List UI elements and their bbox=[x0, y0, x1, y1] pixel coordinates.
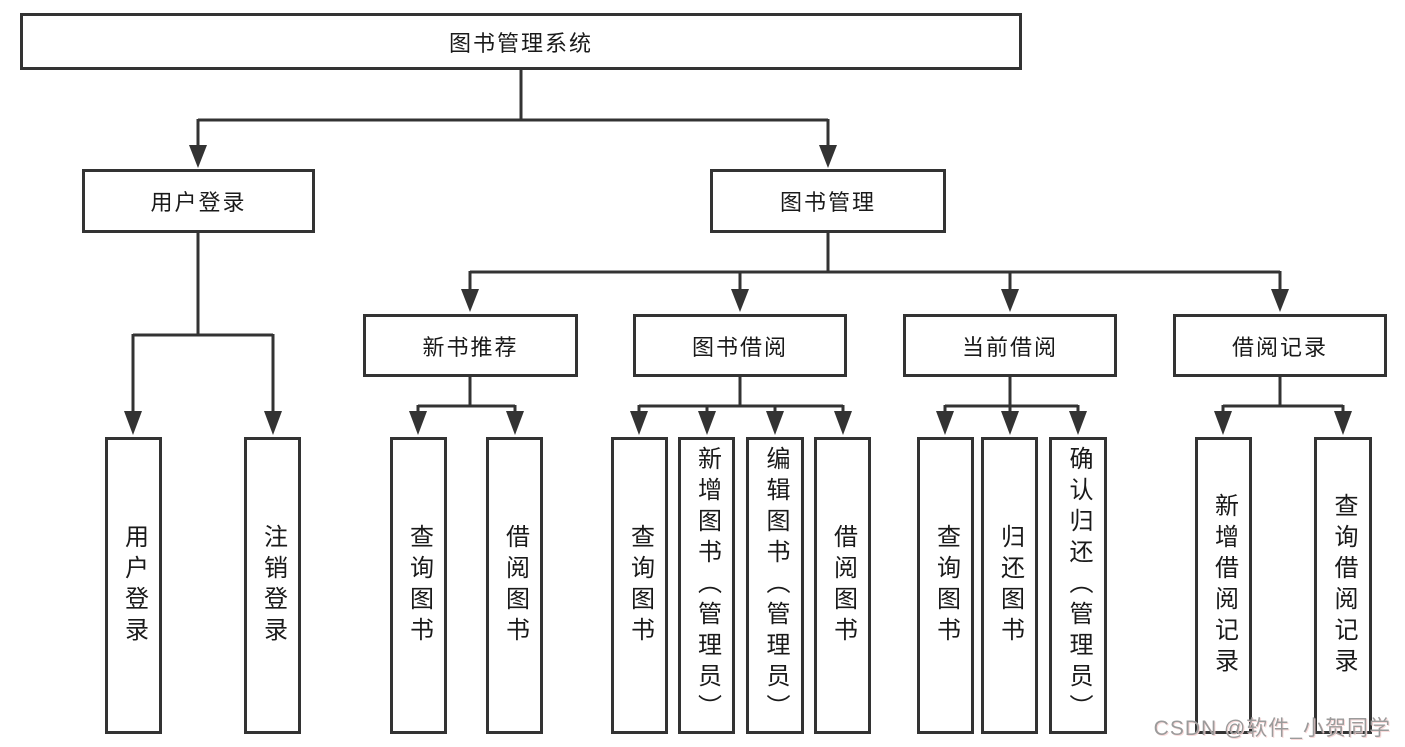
arrowheads bbox=[124, 145, 1352, 435]
node-current-borrow: 当前借阅 bbox=[903, 314, 1117, 377]
leaf-user-login-label: 用户登录 bbox=[120, 523, 148, 648]
node-root: 图书管理系统 bbox=[20, 13, 1022, 70]
node-borrow-record-label: 借阅记录 bbox=[1231, 334, 1328, 360]
leaf-query-book-borrow: 查询图书 bbox=[611, 437, 668, 734]
leaf-add-book-admin: 新增图书（管理员） bbox=[678, 437, 735, 734]
node-user-login: 用户登录 bbox=[82, 169, 315, 233]
leaf-add-borrow-record-label: 新增借阅记录 bbox=[1210, 492, 1238, 679]
leaf-query-book-borrow-label: 查询图书 bbox=[626, 523, 654, 648]
leaf-return-book-label: 归还图书 bbox=[996, 523, 1024, 648]
leaf-query-book-recommend: 查询图书 bbox=[390, 437, 447, 734]
leaf-logout-label: 注销登录 bbox=[259, 523, 287, 648]
leaf-logout: 注销登录 bbox=[244, 437, 301, 734]
leaf-add-book-admin-label: 新增图书（管理员） bbox=[693, 446, 721, 725]
leaf-edit-book-admin: 编辑图书（管理员） bbox=[746, 437, 804, 734]
leaf-query-borrow-record: 查询借阅记录 bbox=[1314, 437, 1372, 734]
leaf-confirm-return-admin: 确认归还（管理员） bbox=[1049, 437, 1107, 734]
node-root-label: 图书管理系统 bbox=[448, 30, 593, 56]
node-book-management-label: 图书管理 bbox=[779, 190, 876, 215]
leaf-user-login: 用户登录 bbox=[105, 437, 162, 734]
leaf-edit-book-admin-label: 编辑图书（管理员） bbox=[762, 446, 789, 725]
node-borrow-record: 借阅记录 bbox=[1173, 314, 1387, 377]
leaf-query-borrow-record-label: 查询借阅记录 bbox=[1330, 492, 1357, 679]
leaf-borrow-book-recommend: 借阅图书 bbox=[486, 437, 543, 734]
node-new-book-recommend: 新书推荐 bbox=[363, 314, 578, 377]
leaf-return-book: 归还图书 bbox=[981, 437, 1038, 734]
node-book-management: 图书管理 bbox=[710, 169, 946, 233]
watermark: CSDN @软件_小贺同学 bbox=[1153, 717, 1391, 740]
node-book-borrow: 图书借阅 bbox=[633, 314, 847, 377]
node-current-borrow-label: 当前借阅 bbox=[961, 334, 1058, 360]
leaf-borrow-book: 借阅图书 bbox=[814, 437, 871, 734]
node-user-login-label: 用户登录 bbox=[150, 190, 247, 215]
node-book-borrow-label: 图书借阅 bbox=[691, 334, 788, 360]
node-new-book-recommend-label: 新书推荐 bbox=[422, 334, 519, 360]
leaf-confirm-return-admin-label: 确认归还（管理员） bbox=[1065, 446, 1092, 725]
leaf-borrow-book-label: 借阅图书 bbox=[829, 523, 857, 648]
leaf-query-book-recommend-label: 查询图书 bbox=[405, 523, 433, 648]
leaf-query-book-current: 查询图书 bbox=[917, 437, 974, 734]
leaf-query-book-current-label: 查询图书 bbox=[932, 523, 960, 648]
leaf-borrow-book-recommend-label: 借阅图书 bbox=[501, 523, 529, 648]
leaf-add-borrow-record: 新增借阅记录 bbox=[1195, 437, 1252, 734]
